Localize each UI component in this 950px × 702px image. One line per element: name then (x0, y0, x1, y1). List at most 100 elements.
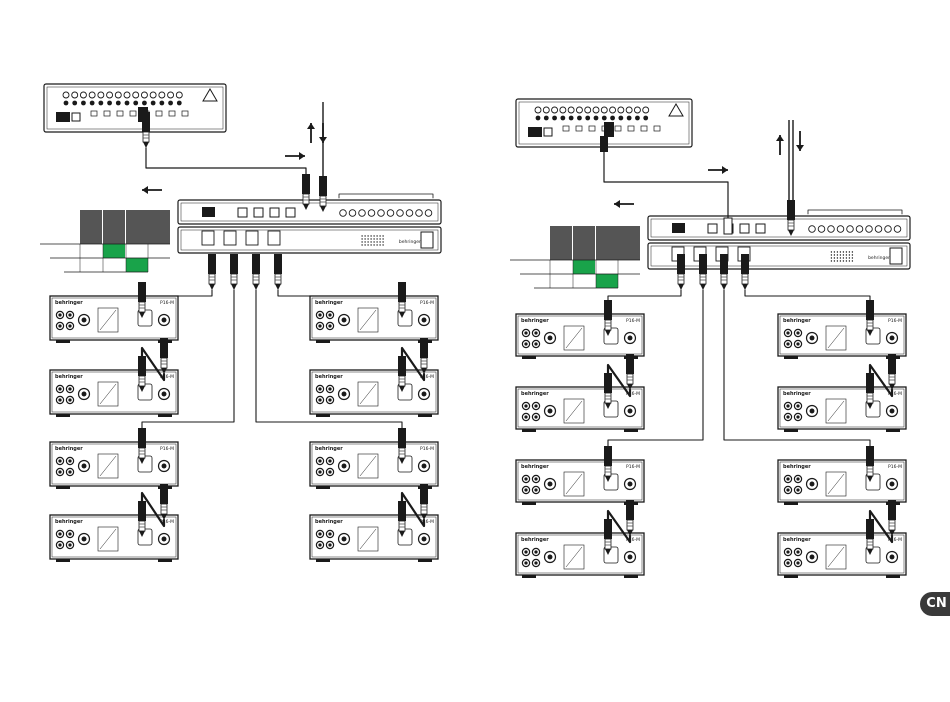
hub-grille-dot (370, 235, 371, 236)
input-jack (626, 107, 632, 113)
hub-to-receiver-cable (278, 284, 402, 296)
receiver-xlr-input (79, 461, 90, 472)
receiver-knob (794, 340, 801, 347)
receiver-unit: behringer P16-M (778, 314, 906, 359)
input-jack (116, 101, 121, 106)
receiver-knob (794, 402, 801, 409)
receiver-knob (56, 396, 63, 403)
aux-jack (91, 111, 97, 116)
receiver-knob (326, 322, 333, 329)
receiver-knob (56, 541, 63, 548)
diagram-right: behringerbehringerP16-MbehringerP16-Mbeh… (510, 99, 910, 578)
hub-grille-dot (379, 235, 380, 236)
receiver-foot (56, 486, 70, 489)
receiver-xlr-input (807, 552, 818, 563)
input-jack (63, 92, 69, 98)
receiver-foot (624, 575, 638, 578)
hub-ethernet-port (254, 208, 263, 217)
input-jack (133, 92, 139, 98)
hub-grille-dot (382, 238, 383, 239)
receiver-knob (522, 475, 529, 482)
signal-direction-arrow (307, 123, 315, 143)
input-jack (560, 107, 566, 113)
input-jack (159, 101, 164, 106)
receiver-knob (326, 457, 333, 464)
receiver-knob (532, 340, 539, 347)
receiver-knob (522, 559, 529, 566)
input-jack (569, 116, 574, 121)
input-jack (159, 92, 165, 98)
hub-grille-dot (382, 241, 383, 242)
receiver-knob (316, 530, 323, 537)
xlr-plug (274, 254, 282, 290)
receiver-unit: behringerP16-M (778, 533, 906, 578)
receiver-brand: behringer (783, 318, 811, 324)
legend-block (596, 226, 640, 260)
receiver-foot (886, 429, 900, 432)
power-inlet (528, 127, 542, 137)
input-jack (635, 116, 640, 121)
hub-grille-dot (364, 238, 365, 239)
hub-ethernet-port (756, 224, 765, 233)
hub-grille-dot (840, 257, 841, 258)
receiver-foot (316, 414, 330, 417)
receiver-knob (522, 413, 529, 420)
distribution-hub: behringer (178, 194, 441, 253)
hub-grille-dot (373, 244, 374, 245)
receiver-unit: behringerP16-M (778, 460, 906, 505)
hub-input-jack (856, 226, 863, 233)
receiver-knob (326, 385, 333, 392)
receiver-xlr-input (545, 406, 556, 417)
receiver-knob (66, 311, 73, 318)
receiver-xlr-output (625, 552, 636, 563)
hub-grille-dot (379, 241, 380, 242)
input-jack (544, 116, 549, 121)
hub-grille-dot (837, 257, 838, 258)
receiver-brand: behringer (55, 374, 83, 380)
input-jack (151, 101, 156, 106)
hub-grille-dot (382, 244, 383, 245)
receiver-model: P16-M (626, 318, 640, 324)
receiver-knob (794, 475, 801, 482)
receiver-model: P16-M (888, 318, 902, 324)
hub-grille-dot (852, 251, 853, 252)
receiver-brand: behringer (783, 391, 811, 397)
receiver-xlr-input (339, 461, 350, 472)
hub-input-jack (359, 210, 366, 217)
hub-input-bracket (339, 194, 433, 198)
receiver-knob (56, 468, 63, 475)
hub-input-jack (875, 226, 882, 233)
input-jack (552, 116, 557, 121)
hub-grille-dot (379, 238, 380, 239)
hub-grille-dot (840, 254, 841, 255)
receiver-knob (316, 468, 323, 475)
aux-jack (182, 111, 188, 116)
hub-ethernet-port (270, 208, 279, 217)
receiver-knob (66, 541, 73, 548)
receiver-xlr-output (625, 479, 636, 490)
hub-input-jack (406, 210, 413, 217)
receiver-xlr-output (419, 461, 430, 472)
receiver-knob (794, 329, 801, 336)
hub-input-jack (828, 226, 835, 233)
receiver-brand: behringer (55, 300, 83, 306)
input-jack (577, 116, 582, 121)
receiver-knob (784, 340, 791, 347)
aux-jack (156, 111, 162, 116)
receiver-xlr-input (545, 333, 556, 344)
receiver-foot (784, 429, 798, 432)
receiver-knob (56, 385, 63, 392)
xlr-plug (626, 500, 634, 536)
input-jack (80, 92, 86, 98)
hub-grille-dot (373, 235, 374, 236)
hub-grille-dot (376, 238, 377, 239)
hub-rear-unit (648, 210, 910, 240)
receiver-brand: behringer (315, 300, 343, 306)
input-jack (593, 107, 599, 113)
receiver-knob (794, 486, 801, 493)
receiver-xlr-output (159, 389, 170, 400)
receiver-knob (56, 311, 63, 318)
receiver-xlr-input (545, 552, 556, 563)
